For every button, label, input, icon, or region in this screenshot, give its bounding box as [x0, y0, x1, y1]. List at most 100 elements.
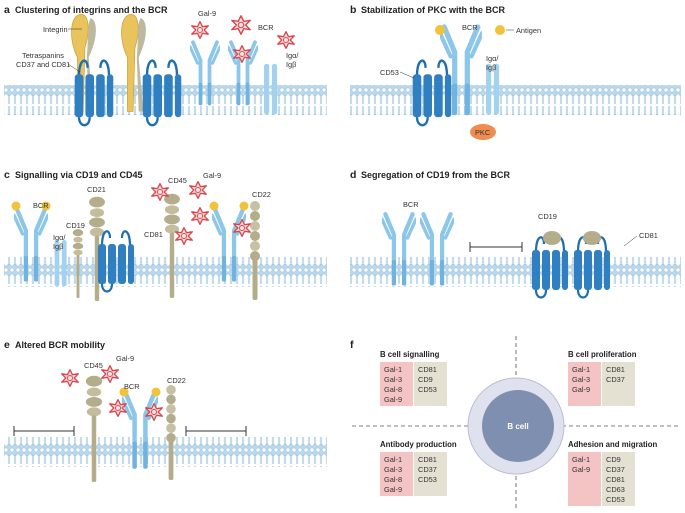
- label-igb-b: Igβ: [486, 63, 496, 72]
- label-cd45-e: CD45: [84, 361, 103, 370]
- panel-b-title: Stabilization of PKC with the BCR: [361, 5, 505, 15]
- label-bcr-d: BCR: [403, 200, 419, 209]
- label-bcr-a: BCR: [258, 23, 274, 32]
- label-cd22-c: CD22: [252, 190, 271, 199]
- gal-item: Gal-1: [384, 455, 402, 464]
- panel-e-title: Altered BCR mobility: [15, 340, 105, 350]
- gal-item: Gal-3: [384, 375, 402, 384]
- galectin-e1: [61, 368, 80, 388]
- cd-box-signalling: [414, 362, 447, 406]
- panel-e: e Altered BCR mobility CD45 Gal-9 BCR CD…: [4, 339, 327, 482]
- panel-d: d Segregation of CD19 from the BCR BCR C…: [350, 169, 681, 299]
- panel-d-title: Segregation of CD19 from the BCR: [361, 170, 511, 180]
- membrane-e: [4, 437, 327, 467]
- membrane-b: [350, 85, 681, 115]
- label-antigen: Antigen: [516, 26, 541, 35]
- galectin-a1: [191, 20, 209, 40]
- gal-item: Gal-9: [572, 465, 590, 474]
- gal-item: Gal-1: [572, 365, 590, 374]
- label-gal9-a: Gal-9: [198, 9, 216, 18]
- bcell-nucleus: [482, 390, 554, 462]
- quadrant-proliferation: B cell proliferation Gal-1 Gal-3 Gal-9 C…: [568, 350, 637, 406]
- cd-item: CD9: [606, 455, 621, 464]
- antigen-b1: [435, 25, 445, 35]
- panel-a-title: Clustering of integrins and the BCR: [15, 5, 168, 15]
- label-bcr-c: BCR: [33, 201, 49, 210]
- label-gal9-c: Gal-9: [203, 171, 221, 180]
- gal-item: Gal-3: [384, 465, 402, 474]
- panel-c-title: Signalling via CD19 and CD45: [15, 170, 143, 180]
- antigen-c2: [41, 201, 51, 211]
- galectin-a4: [276, 30, 296, 50]
- membrane-c: [4, 257, 327, 287]
- panel-f: f B cell B cell signalling Gal-1 Gal-3 G…: [350, 336, 681, 510]
- cd-item: CD81: [418, 455, 437, 464]
- quadrant-proliferation-title: B cell proliferation: [568, 350, 637, 359]
- cd-item: CD53: [606, 495, 625, 504]
- gal-box-signalling: [380, 362, 413, 406]
- label-tetraspanins: Tetraspanins: [22, 51, 64, 60]
- gal-item: Gal-1: [384, 365, 402, 374]
- galectin-c3: [191, 207, 209, 225]
- panel-a: a Clustering of integrins and the BCR In…: [4, 4, 327, 127]
- label-pkc: PKC: [475, 128, 491, 137]
- membrane-d: [350, 257, 681, 287]
- label-iga-c: Igα/: [53, 233, 66, 242]
- label-iga-a: Igα/: [286, 51, 299, 60]
- label-bcr-e: BCR: [124, 382, 140, 391]
- cd-box-adhesion: [602, 452, 635, 506]
- gal-item: Gal-8: [384, 475, 402, 484]
- cd-item: CD37: [418, 465, 437, 474]
- label-iga-b: Igα/: [486, 54, 499, 63]
- cd-item: CD81: [606, 475, 625, 484]
- panel-b: b Stabilization of PKC with the BCR PKC …: [350, 4, 681, 140]
- label-cd81-c: CD81: [144, 230, 163, 239]
- gal-box-antibody: [380, 452, 413, 496]
- gal-item: Gal-8: [384, 385, 402, 394]
- cd-item: CD63: [606, 485, 625, 494]
- cd-box-proliferation: [602, 362, 635, 406]
- label-integrin: Integrin: [43, 25, 68, 34]
- antigen-e2: [151, 387, 161, 397]
- panel-b-letter: b: [350, 4, 356, 16]
- cd-item: CD81: [418, 365, 437, 374]
- cd-item: CD81: [606, 365, 625, 374]
- panel-f-letter: f: [350, 339, 354, 351]
- label-cd21: CD21: [87, 185, 106, 194]
- cd-item: CD9: [418, 375, 433, 384]
- label-cd19-d: CD19: [538, 212, 557, 221]
- cd-item: CD37: [606, 375, 625, 384]
- antigen-c3: [209, 201, 219, 211]
- antigen-b2: [495, 25, 505, 35]
- antigen-e1: [119, 387, 129, 397]
- tetraspanin-b: [411, 59, 453, 127]
- cd-item: CD53: [418, 475, 437, 484]
- label-bcr-b: BCR: [462, 23, 478, 32]
- tetraspanin-a2: [141, 59, 183, 127]
- cd19-d1: [543, 231, 561, 245]
- gal-box-proliferation: [568, 362, 601, 406]
- gal-item: Gal-3: [572, 375, 590, 384]
- cd19-d2: [583, 231, 601, 245]
- gal-box-adhesion: [568, 452, 601, 506]
- gal-item: Gal-9: [384, 485, 402, 494]
- gal-item: Gal-9: [384, 395, 402, 404]
- panel-a-letter: a: [4, 4, 10, 16]
- pkc: [470, 124, 496, 140]
- tetraspanin-d2: [572, 236, 612, 299]
- tetraspanin-d1: [530, 236, 570, 299]
- label-cd53: CD53: [380, 68, 399, 77]
- galectin-a2: [231, 15, 251, 35]
- quadrant-signalling-title: B cell signalling: [380, 350, 440, 359]
- label-cd19-c: CD19: [66, 221, 85, 230]
- quadrant-signalling: B cell signalling Gal-1 Gal-3 Gal-8 Gal-…: [380, 350, 447, 406]
- quadrant-adhesion: Adhesion and migration Gal-1 Gal-9 CD9 C…: [568, 440, 657, 506]
- gal-item: Gal-9: [572, 385, 590, 394]
- label-gal9-e: Gal-9: [116, 354, 134, 363]
- label-cd45-c: CD45: [168, 176, 187, 185]
- label-cd81-d: CD81: [639, 231, 658, 240]
- label-cd37-cd81: CD37 and CD81: [16, 60, 70, 69]
- cd-box-antibody: [414, 452, 447, 496]
- quadrant-adhesion-title: Adhesion and migration: [568, 440, 657, 449]
